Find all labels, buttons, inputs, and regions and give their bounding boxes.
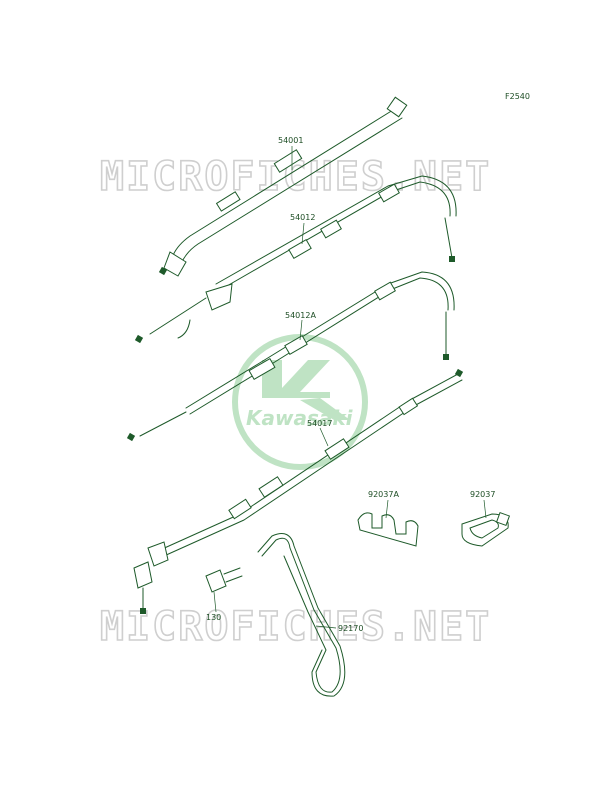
label-54012: 54012 xyxy=(290,213,315,222)
part-92037A-clamp xyxy=(357,512,419,547)
part-92170-clamp xyxy=(257,533,346,697)
part-labels: 54001 54012 54012A 54017 92037A 92037 13… xyxy=(206,136,495,633)
watermark-bottom: MICROFICHES.NET xyxy=(100,604,491,650)
kawasaki-logo: Kawasaki xyxy=(232,334,368,470)
part-54012-throttle-cable xyxy=(134,175,457,344)
leader-lines xyxy=(213,146,487,629)
label-92037A: 92037A xyxy=(368,490,399,499)
label-54001: 54001 xyxy=(278,136,303,145)
part-54001-speedometer-cable xyxy=(158,96,408,277)
label-130: 130 xyxy=(206,613,221,622)
kawasaki-logo-text: Kawasaki xyxy=(246,406,354,430)
label-92170: 92170 xyxy=(338,624,363,633)
label-54012A: 54012A xyxy=(285,311,316,320)
part-54012A-throttle-cable xyxy=(126,271,455,442)
figure-code: F2540 xyxy=(505,92,530,101)
part-54017-cable xyxy=(133,368,464,614)
part-130-bolt xyxy=(205,567,243,593)
label-92037: 92037 xyxy=(470,490,495,499)
label-54017: 54017 xyxy=(307,419,332,428)
part-92037-grommet xyxy=(461,511,511,547)
